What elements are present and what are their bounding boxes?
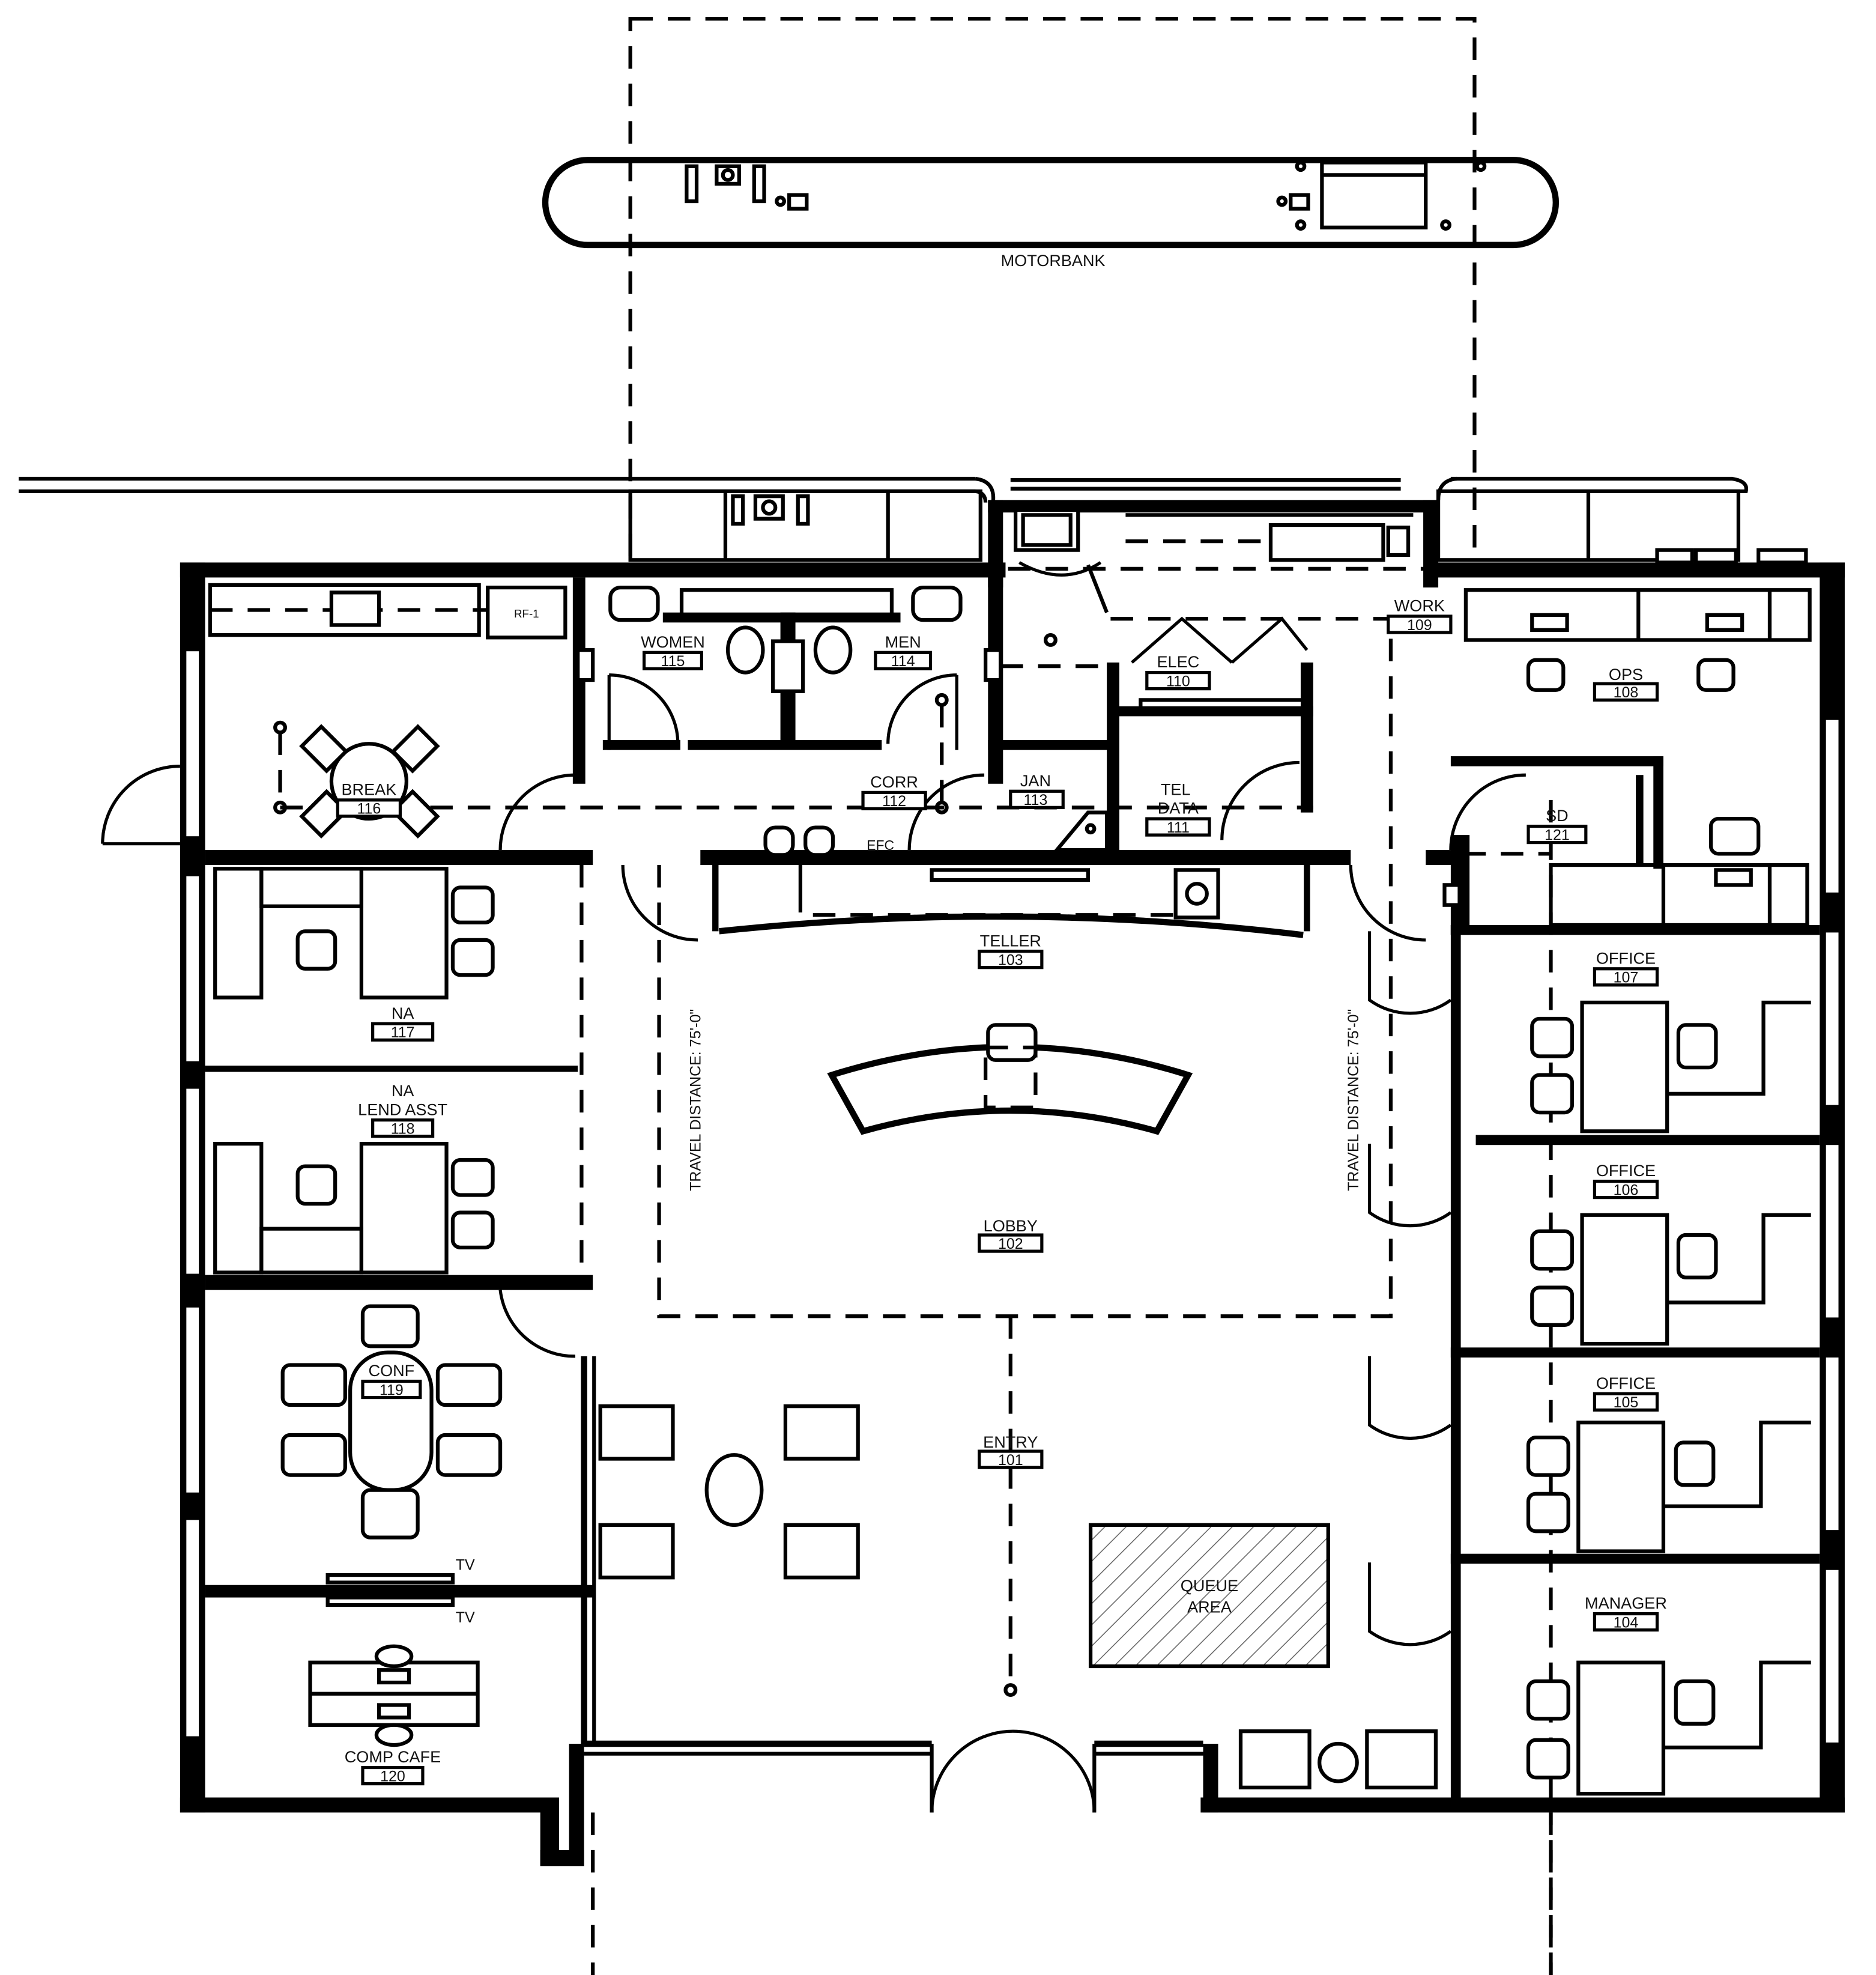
ops-furniture — [1463, 548, 1812, 927]
room-tag-women: WOMEN 115 — [641, 633, 705, 670]
room-number: 121 — [1545, 827, 1570, 843]
room-name: TELLER — [980, 932, 1041, 950]
room-name: JAN — [1020, 772, 1051, 790]
canopy-outline — [628, 17, 1477, 571]
room-name: LOBBY — [984, 1217, 1038, 1235]
efc-label: EFC — [867, 837, 894, 853]
room-number: 103 — [998, 952, 1023, 969]
room-name-line2: DATA — [1158, 799, 1199, 818]
door-swings — [498, 616, 1526, 1646]
room-name: WOMEN — [641, 633, 705, 651]
room-number: 110 — [1166, 673, 1190, 690]
room-tag-na-lend-asst: NA LEND ASST 118 — [358, 1082, 447, 1138]
room-name: OFFICE — [1596, 949, 1656, 967]
room-name: MEN — [885, 633, 921, 651]
travel-distance-left: TRAVEL DISTANCE: 75'-0" — [687, 1009, 704, 1191]
room-name: COMP CAFE — [345, 1748, 441, 1766]
room-name: MANAGER — [1585, 1594, 1667, 1612]
room-number: 117 — [391, 1024, 415, 1041]
room-name: OPS — [1609, 666, 1643, 684]
room-tag-sd: SD 121 — [1527, 807, 1588, 845]
motorbank-island — [542, 157, 1560, 249]
left-office-furniture — [213, 867, 495, 1275]
room-tag-conf: CONF 119 — [361, 1362, 422, 1400]
room-tag-tel-data: TEL DATA 111 — [1145, 781, 1211, 837]
room-name-line2: LEND ASST — [358, 1100, 447, 1118]
service-rooms-fixtures — [763, 698, 1462, 920]
room-name: BREAK — [342, 781, 397, 799]
room-tag-men: MEN 114 — [874, 633, 933, 670]
room-tag-office-107: OFFICE 107 — [1593, 949, 1659, 987]
room-number: 120 — [380, 1768, 405, 1785]
room-tag-jan: JAN 113 — [1009, 772, 1065, 809]
room-number: 106 — [1614, 1182, 1639, 1198]
tv-label-top: TV — [456, 1557, 475, 1574]
room-number: 119 — [380, 1382, 404, 1398]
restroom-fixtures — [576, 585, 1003, 815]
room-number: 116 — [357, 801, 381, 818]
room-name: SD — [1546, 807, 1569, 825]
room-tag-work: WORK 109 — [1387, 597, 1453, 634]
room-name: OFFICE — [1596, 1162, 1656, 1180]
room-number: 114 — [891, 653, 915, 670]
room-tag-manager: MANAGER 104 — [1585, 1594, 1667, 1632]
room-number: 102 — [998, 1236, 1023, 1252]
room-tag-teller: TELLER 103 — [978, 932, 1044, 969]
queue-label-1: QUEUE — [1181, 1577, 1238, 1595]
comp-cafe-furniture — [308, 1644, 480, 1747]
room-tag-lobby: LOBBY 102 — [978, 1217, 1044, 1253]
rf-label: RF-1 — [514, 607, 539, 620]
room-name: NA — [392, 1004, 414, 1022]
queue-area — [1088, 1523, 1330, 1669]
room-name-line1: NA — [392, 1082, 414, 1100]
room-tag-na: NA 117 — [371, 1004, 435, 1042]
room-number: 105 — [1614, 1394, 1639, 1411]
room-tag-elec: ELEC 110 — [1145, 653, 1211, 691]
room-tag-office-106: OFFICE 106 — [1593, 1162, 1659, 1200]
room-name: WORK — [1394, 597, 1445, 615]
room-tag-break: BREAK 116 — [336, 781, 402, 818]
room-number: 104 — [1614, 1614, 1639, 1631]
room-name: ELEC — [1157, 653, 1200, 671]
room-tag-corr: CORR 112 — [861, 773, 927, 811]
travel-distance-right: TRAVEL DISTANCE: 75'-0" — [1345, 1009, 1362, 1191]
room-number: 118 — [391, 1120, 415, 1137]
break-room-furniture — [208, 583, 567, 839]
room-name: OFFICE — [1596, 1374, 1656, 1392]
room-number: 108 — [1614, 684, 1639, 701]
motorbank-label: MOTORBANK — [1001, 252, 1106, 270]
exterior-walls — [101, 562, 1845, 1975]
room-tag-entry: ENTRY 101 — [978, 1433, 1044, 1469]
office-furniture — [1526, 1000, 1811, 1796]
room-tag-office-105: OFFICE 105 — [1593, 1374, 1659, 1412]
queue-label-2: AREA — [1187, 1598, 1232, 1616]
room-number: 115 — [661, 653, 685, 670]
room-number: 101 — [998, 1452, 1023, 1469]
room-name: CORR — [870, 773, 918, 791]
room-number: 113 — [1024, 792, 1048, 809]
dashed-lines — [210, 608, 1553, 1975]
site-curb — [19, 476, 1749, 562]
room-number: 111 — [1167, 819, 1190, 836]
lobby-furniture — [598, 1023, 1438, 1789]
tv-label-bottom: TV — [456, 1609, 475, 1626]
room-tag-ops: OPS 108 — [1593, 666, 1659, 702]
room-number: 107 — [1614, 969, 1639, 986]
room-tag-comp-cafe: COMP CAFE 120 — [345, 1748, 441, 1786]
room-number: 109 — [1407, 617, 1432, 634]
drive-up-teller-area — [988, 500, 1439, 613]
room-name: ENTRY — [983, 1433, 1038, 1451]
room-name: CONF — [369, 1362, 415, 1380]
room-name-line1: TEL — [1161, 781, 1191, 799]
room-number: 112 — [882, 793, 906, 810]
